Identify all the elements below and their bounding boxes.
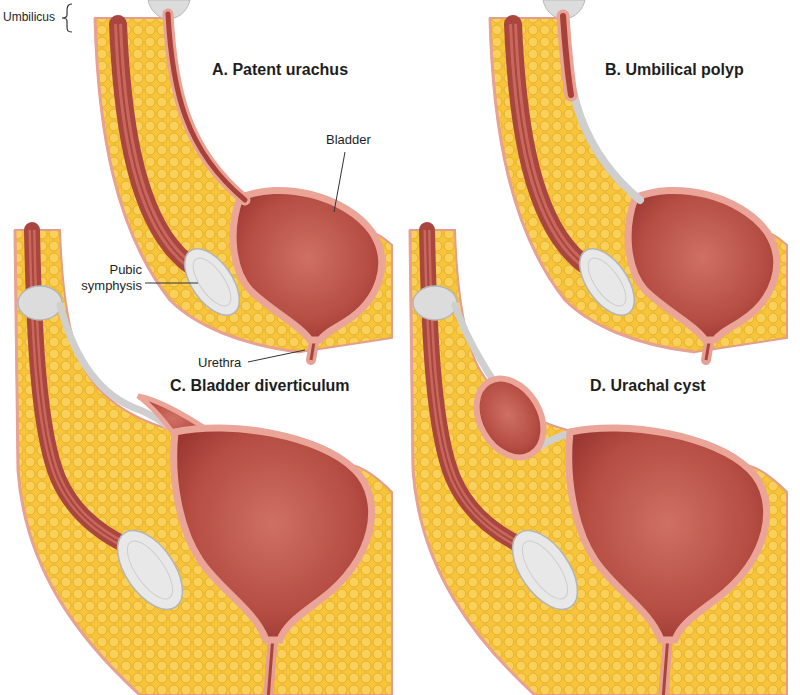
part-label: Urethra — [198, 355, 241, 371]
leader-line — [145, 283, 198, 284]
patent-urachus-lumen — [168, 14, 245, 200]
part-label: Umbilicus — [3, 10, 55, 24]
panel-a-anatomy — [95, 0, 392, 360]
panel-title: D. Urachal cyst — [590, 376, 706, 395]
part-label: Bladder — [326, 132, 371, 148]
urachal-cord — [455, 305, 493, 380]
umbilical-polyp-core — [563, 16, 571, 95]
panel-title: C. Bladder diverticulum — [170, 376, 350, 395]
patent-urachus-wall — [168, 14, 245, 200]
part-label: Pubic symphysis — [72, 262, 142, 293]
leader-line — [248, 350, 305, 362]
umbilical-polyp — [563, 16, 571, 95]
panel-b-anatomy — [490, 0, 787, 360]
panel-title: A. Patent urachus — [212, 60, 348, 79]
bracket — [62, 4, 72, 32]
panel-title: B. Umbilical polyp — [605, 60, 744, 79]
bladder — [174, 428, 372, 640]
bladder — [569, 428, 767, 640]
urachal-cord — [563, 14, 640, 200]
panel-d-anatomy — [410, 230, 787, 695]
leader-line — [334, 152, 345, 212]
panel-c-anatomy — [15, 230, 392, 695]
urachal-cyst — [463, 367, 557, 470]
